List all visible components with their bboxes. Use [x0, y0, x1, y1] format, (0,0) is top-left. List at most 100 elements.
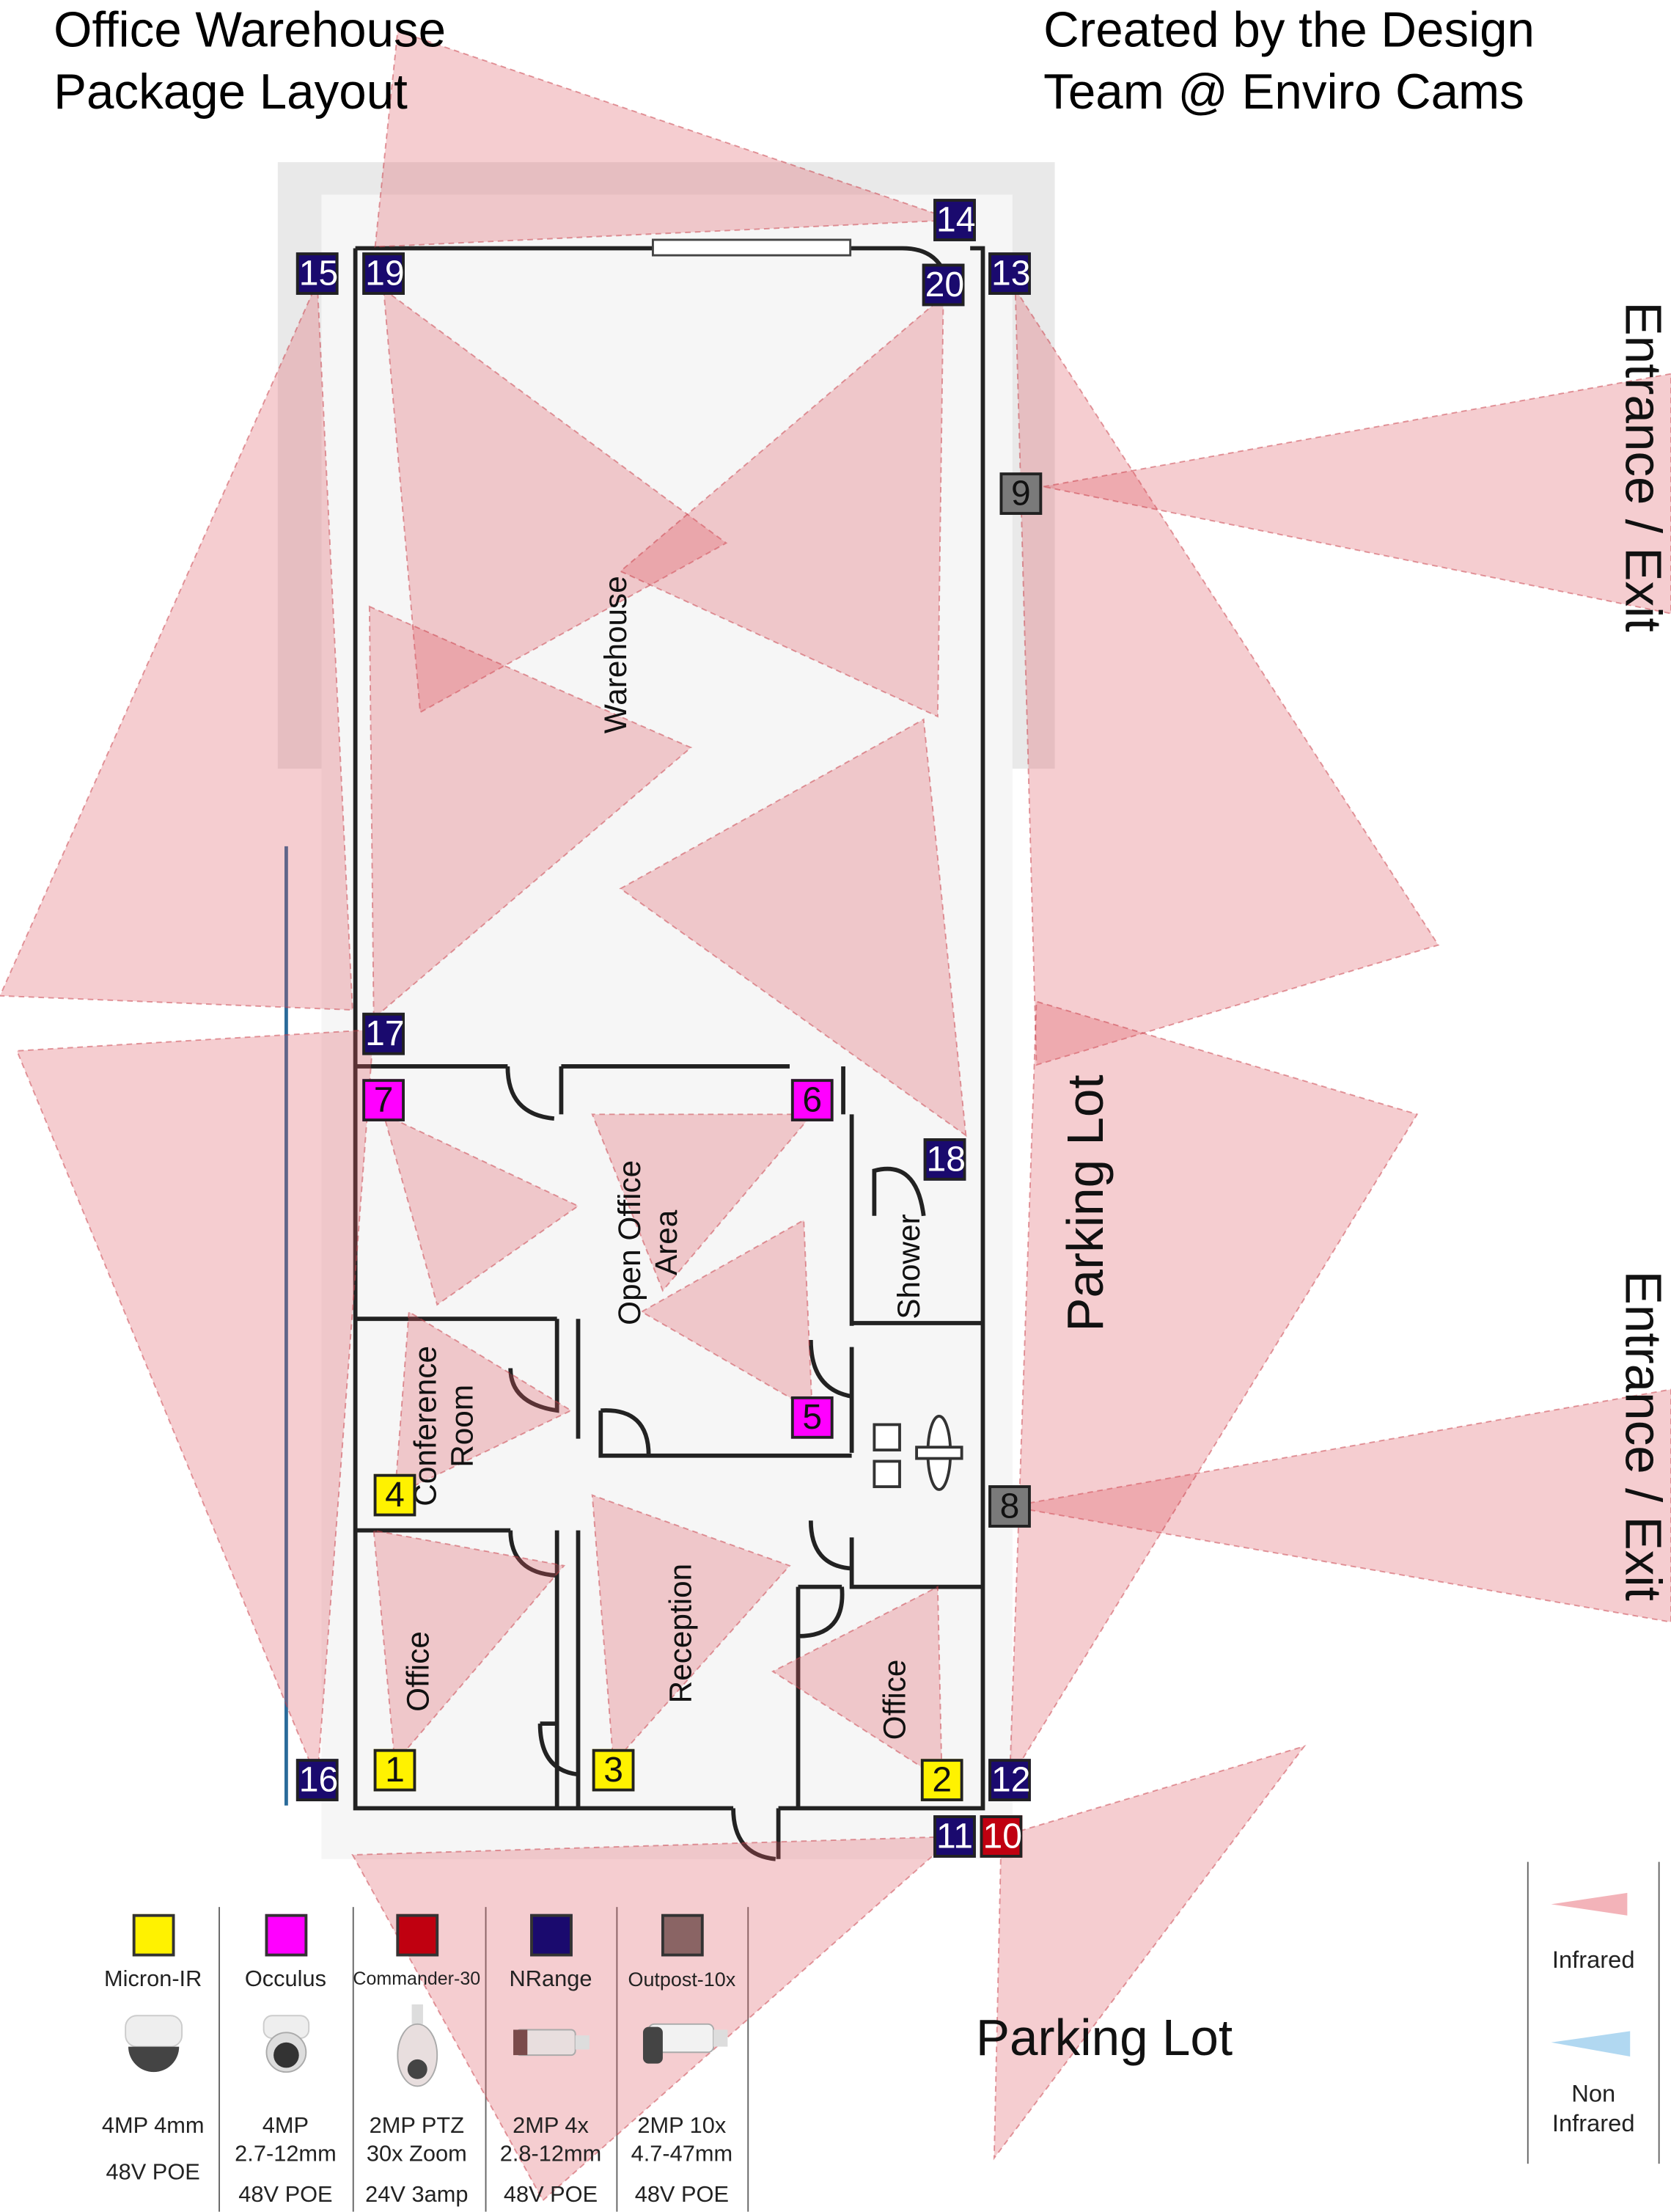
legend-spec: 2MP 10x 4.7-47mm: [616, 2113, 747, 2169]
bullet-camera-icon: [642, 2023, 727, 2064]
camera-marker-15[interactable]: 15: [295, 252, 339, 295]
legend-model-name: NRange: [509, 1967, 592, 1992]
coverage-cone-2: [771, 1586, 943, 1781]
camera-marker-11[interactable]: 11: [933, 1815, 976, 1858]
legend-model-outpost-10x: Outpost-10x 2MP 10x 4.7-47mm 48V POE: [616, 1904, 747, 2211]
camera-marker-4[interactable]: 4: [373, 1473, 416, 1517]
camera-marker-9[interactable]: 9: [999, 472, 1043, 515]
walls: [353, 246, 985, 1861]
legend-spec-line-1: 2MP PTZ: [369, 2114, 465, 2139]
open-office-line-2: Area: [648, 1209, 684, 1276]
credit-line-2: Team @ Enviro Cams: [1043, 65, 1524, 120]
coverage-cone-15: [0, 282, 353, 1011]
credit-line-1: Created by the Design: [1043, 2, 1535, 58]
legend-spec: 2MP 4x 2.8-12mm: [485, 2113, 617, 2169]
open-office-line-1: Open Office: [612, 1160, 647, 1325]
entrance-exit-label-bottom: Entrance / Exit: [1615, 1270, 1671, 1601]
coverage-cone-20: [619, 294, 944, 718]
camera-marker-16[interactable]: 16: [295, 1759, 339, 1801]
room-label-conference: Conference Room: [408, 1341, 481, 1511]
bathroom-fixtures-icon: [873, 1414, 963, 1491]
camera-marker-6[interactable]: 6: [790, 1079, 834, 1121]
coverage-cone-16: [15, 1028, 375, 1781]
room-label-office-right: Office: [877, 1659, 913, 1740]
coverage-cone-3: [591, 1494, 791, 1765]
camera-marker-13[interactable]: 13: [988, 252, 1031, 295]
entrance-exit-label-top: Entrance / Exit: [1615, 301, 1671, 632]
diagram-title: Office Warehouse Package Layout: [54, 0, 446, 124]
legend-model-name: Outpost-10x: [628, 1967, 736, 1991]
legend-divider: [616, 1907, 618, 2212]
title-line-1: Office Warehouse: [54, 2, 447, 58]
legend-spec-line-2: 4.7-47mm: [631, 2142, 733, 2167]
legend-spec: 4MP 4mm: [87, 2113, 218, 2169]
legend-power: 48V POE: [238, 2183, 333, 2208]
camera-marker-20[interactable]: 20: [922, 263, 965, 307]
coverage-cone-12: [1008, 1000, 1419, 1783]
legend-swatch: [264, 1913, 307, 1957]
camera-marker-2[interactable]: 2: [920, 1759, 963, 1801]
parking-lot-label-bottom: Parking Lot: [975, 2008, 1233, 2067]
legend-model-name: Micron-IR: [103, 1967, 202, 1992]
coverage-legend-divider: [1527, 1861, 1529, 2164]
dome-camera-icon: [124, 2015, 183, 2073]
coverage-cone-6: [591, 1113, 814, 1292]
legend-power: 48V POE: [503, 2183, 598, 2208]
legend-spec-line-1: 2MP 4x: [513, 2114, 589, 2139]
credit-text: Created by the Design Team @ Enviro Cams: [1043, 0, 1535, 124]
coverage-cone-17: [368, 605, 693, 1020]
camera-marker-10[interactable]: 10: [980, 1815, 1023, 1858]
camera-marker-7[interactable]: 7: [362, 1079, 405, 1121]
room-label-warehouse: Warehouse: [598, 576, 633, 734]
legend-spec: 2MP PTZ 30x Zoom: [351, 2113, 482, 2169]
camera-marker-12[interactable]: 12: [988, 1759, 1031, 1801]
coverage-cone-8: [1009, 1388, 1671, 1623]
infrared-cone-icon: [1551, 1892, 1628, 1916]
legend-spec-line-2: 30x Zoom: [366, 2142, 467, 2167]
legend-spec-line-1: 2MP 10x: [637, 2114, 727, 2139]
turret-camera-icon: [262, 2015, 309, 2073]
legend-model-name: Occulus: [244, 1967, 327, 1992]
legend-power: 48V POE: [634, 2183, 729, 2208]
legend-divider: [747, 1907, 749, 2212]
legend-power: 24V 3amp: [365, 2183, 469, 2208]
legend-spec-line-1: 4MP: [262, 2114, 309, 2139]
coverage-cone-14: [374, 30, 955, 248]
non-infrared-cone-icon: [1551, 2031, 1631, 2057]
camera-marker-14[interactable]: 14: [933, 199, 976, 241]
coverage-cone-4: [394, 1310, 573, 1497]
infrared-label: Infrared: [1551, 1947, 1635, 1974]
coverage-cone-19: [382, 288, 728, 714]
legend-spec-line-1: 4MP 4mm: [101, 2114, 205, 2139]
legend-model-name: Commander-30: [353, 1967, 481, 1989]
camera-marker-3[interactable]: 3: [592, 1748, 635, 1792]
room-label-shower: Shower: [891, 1214, 927, 1319]
coverage-legend-divider: [1658, 1861, 1660, 2164]
parking-lot-label-side: Parking Lot: [1056, 1074, 1114, 1332]
legend-model-nrange: NRange 2MP 4x 2.8-12mm 48V POE: [485, 1904, 617, 2211]
legend-divider: [352, 1907, 354, 2212]
conference-line-2: Room: [444, 1384, 480, 1468]
ptz-camera-icon: [396, 2004, 438, 2087]
bullet-camera-icon: [513, 2029, 589, 2057]
coverage-cone-9: [1043, 373, 1671, 615]
room-label-open-office: Open Office Area: [612, 1158, 686, 1327]
coverage-cone-10: [993, 1745, 1307, 2161]
legend-swatch: [395, 1913, 438, 1957]
legend-spec-line-2: 2.8-12mm: [499, 2142, 602, 2167]
coverage-cone-5: [640, 1218, 813, 1412]
camera-marker-18[interactable]: 18: [923, 1138, 966, 1181]
camera-marker-8[interactable]: 8: [988, 1485, 1031, 1528]
camera-marker-19[interactable]: 19: [362, 252, 405, 295]
coverage-cone-18: [619, 718, 967, 1138]
legend-divider: [485, 1907, 487, 2212]
camera-marker-1[interactable]: 1: [373, 1748, 416, 1792]
coverage-cone-1: [372, 1529, 566, 1765]
camera-coverage-cones: [0, 30, 1671, 2202]
camera-marker-17[interactable]: 17: [362, 1012, 405, 1055]
camera-marker-5[interactable]: 5: [790, 1396, 834, 1439]
coverage-cone-11: [351, 1835, 957, 2202]
legend-swatch: [661, 1913, 703, 1957]
